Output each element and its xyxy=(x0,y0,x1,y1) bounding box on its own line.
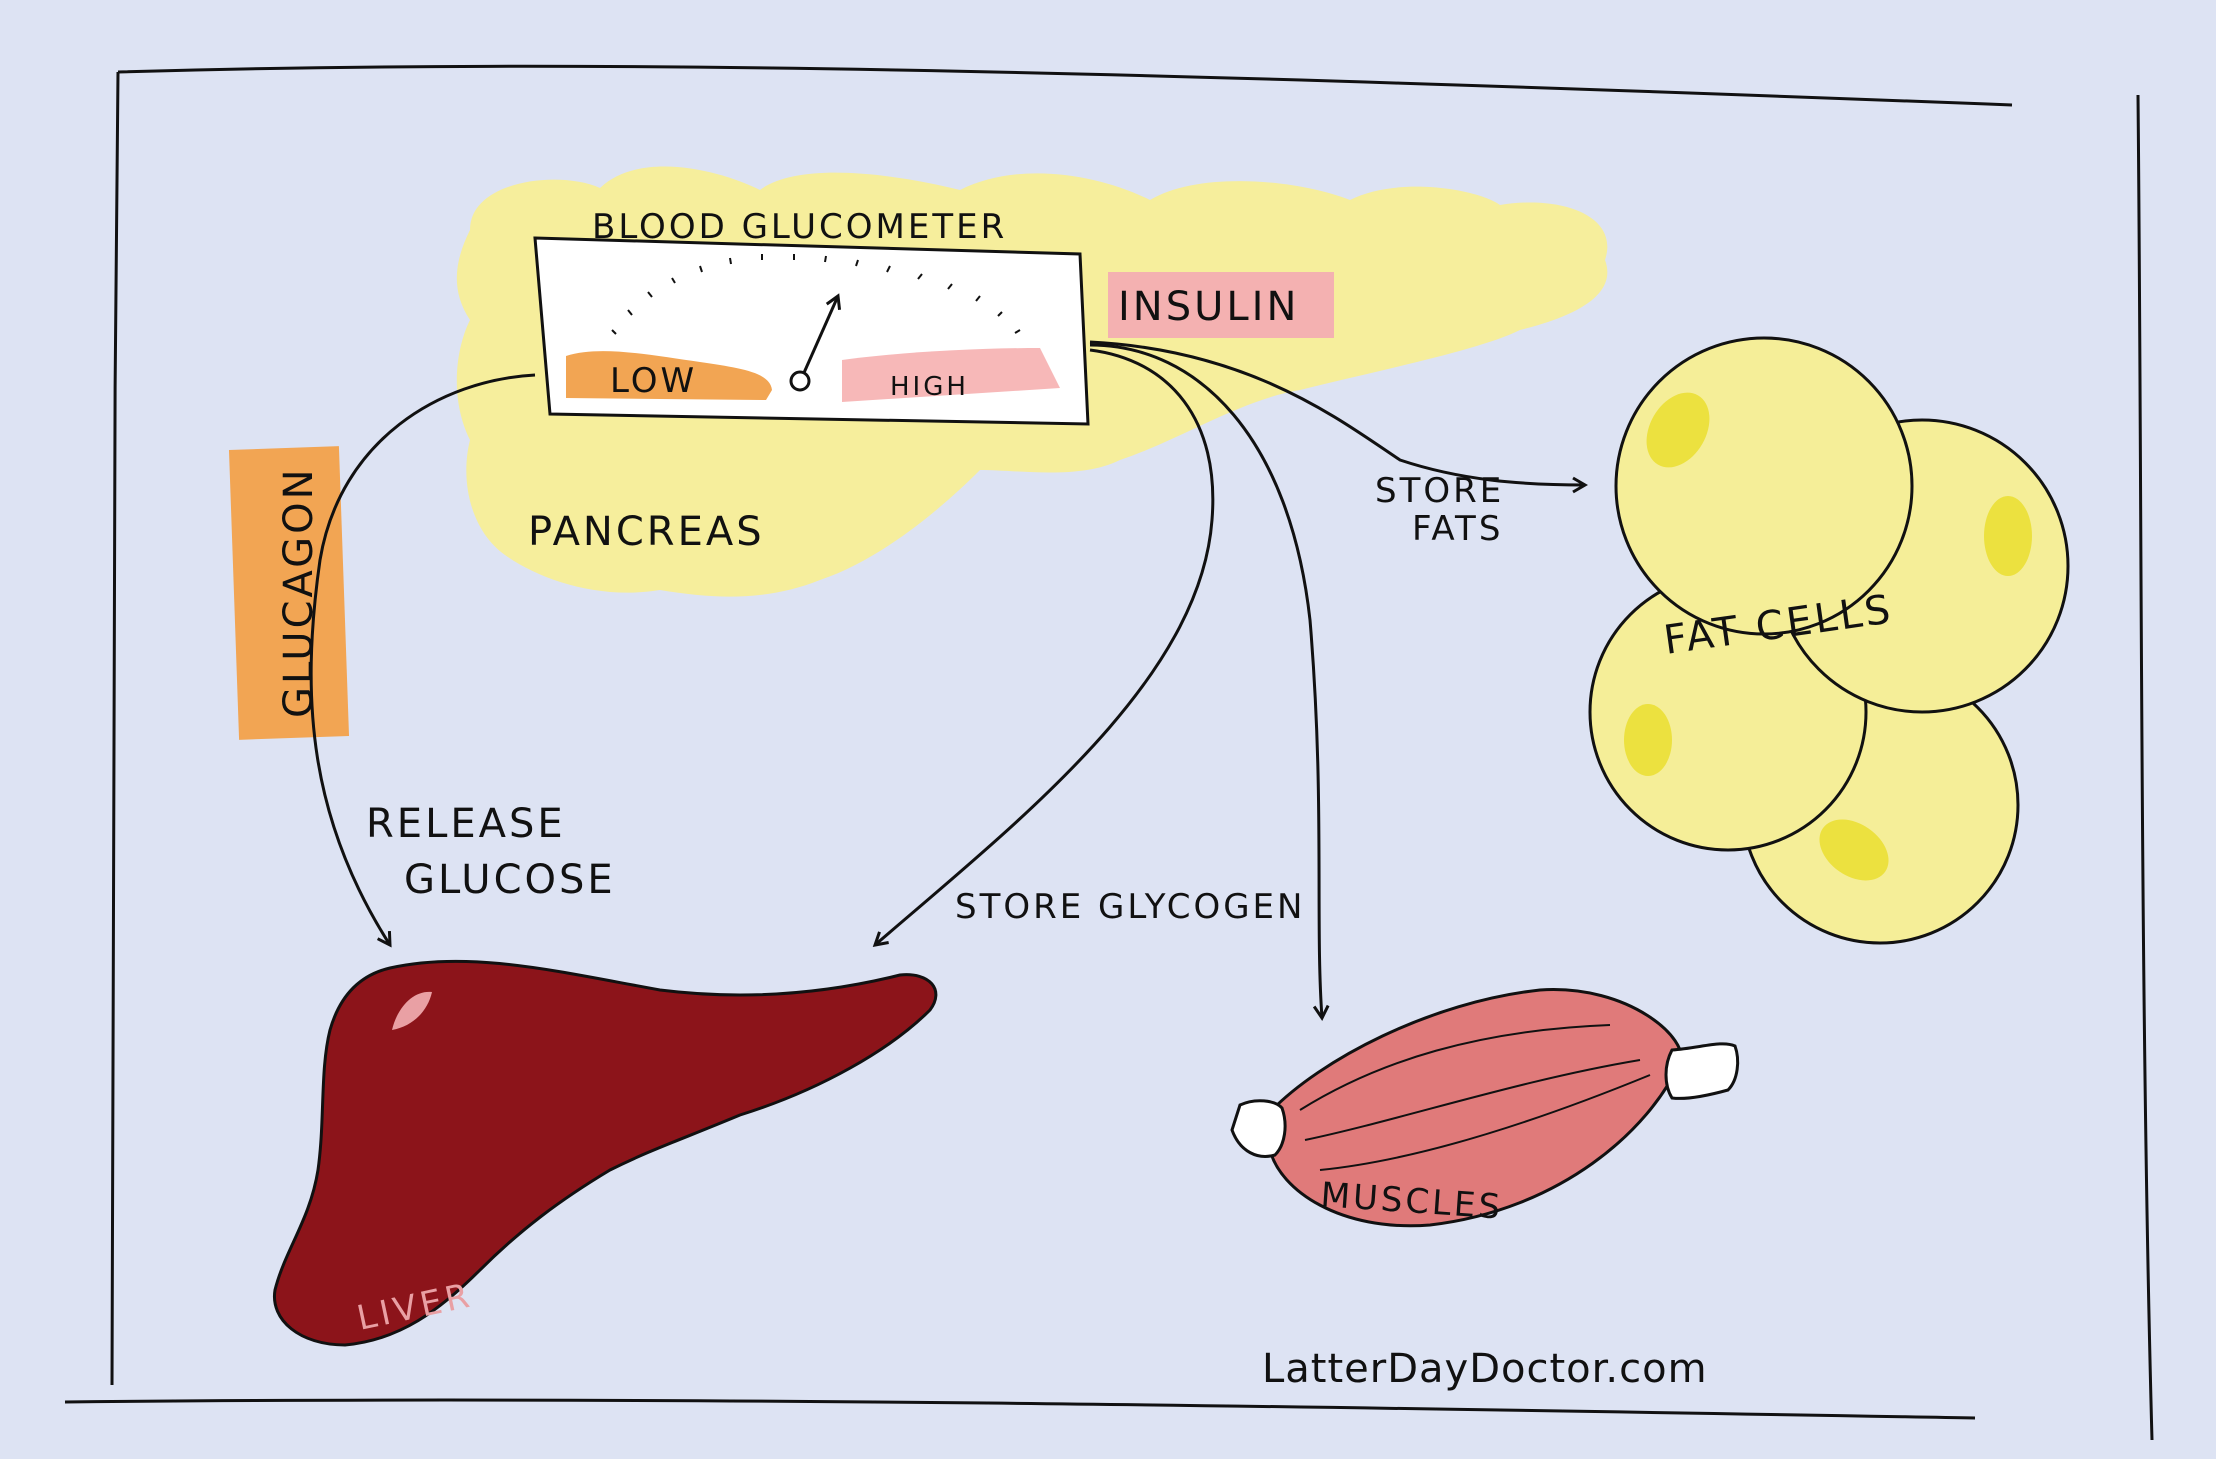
glucagon-label: GLUCAGON xyxy=(276,466,322,718)
pancreas-label: PANCREAS xyxy=(528,509,765,555)
hormone-arrows xyxy=(309,340,1588,1021)
high-label: HIGH xyxy=(890,372,969,402)
glucagon-box xyxy=(228,446,350,740)
release-label-line1: RELEASE xyxy=(366,801,566,847)
gauge-needle xyxy=(801,293,842,376)
fat-nucleus xyxy=(1819,819,1889,881)
blood-glucometer: BLOOD GLUCOMETER LOW HIGH xyxy=(533,207,1090,426)
muscle xyxy=(1230,988,1740,1228)
release-label-line2: GLUCOSE xyxy=(404,857,616,903)
fat-nucleus xyxy=(1646,392,1710,468)
tendon-right xyxy=(1664,1042,1740,1100)
fat-cells xyxy=(1588,336,2070,945)
tendon-left xyxy=(1230,1099,1287,1158)
store-fats-line2: FATS xyxy=(1412,509,1503,549)
low-zone xyxy=(566,351,772,400)
site-credit: LatterDayDoctor.com xyxy=(1262,1346,1708,1392)
arrow-glucagon-to-liver xyxy=(309,373,536,948)
gauge-ticks xyxy=(611,254,1021,335)
insulin-label: INSULIN xyxy=(1118,284,1299,330)
low-label: LOW xyxy=(610,361,697,401)
high-zone xyxy=(842,348,1060,402)
frame xyxy=(64,64,2154,1441)
arrow-insulin-to-liver xyxy=(872,348,1215,947)
gauge-pivot xyxy=(789,370,811,392)
store-fats-line1: STORE xyxy=(1375,471,1504,511)
arrow-insulin-to-fat xyxy=(1089,340,1588,494)
liver-highlight xyxy=(392,991,432,1030)
arrow-insulin-to-muscles xyxy=(1089,343,1330,1021)
store-glycogen-label: STORE GLYCOGEN xyxy=(955,887,1305,927)
fat-nucleus xyxy=(1624,704,1672,776)
liver-shape xyxy=(272,959,938,1347)
insulin-box xyxy=(1108,272,1334,338)
fat-nucleus xyxy=(1984,496,2032,576)
